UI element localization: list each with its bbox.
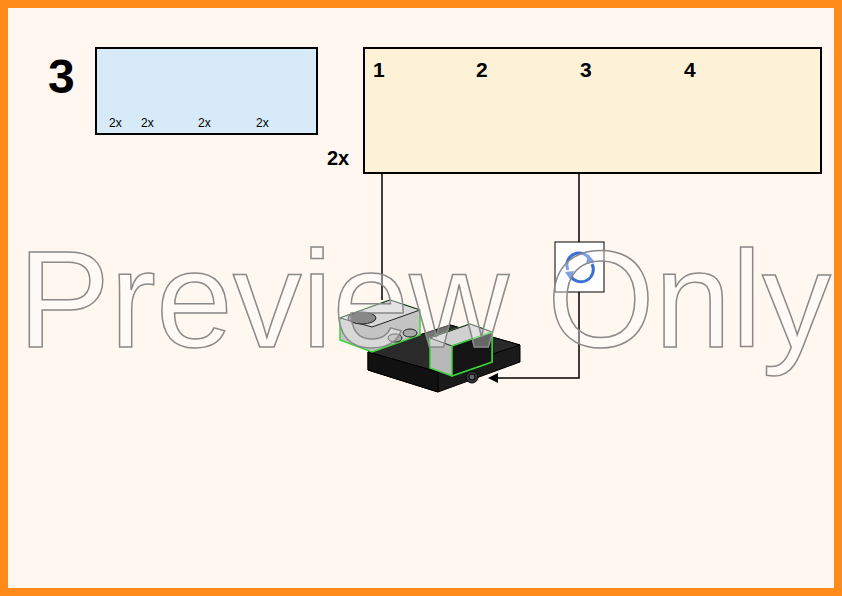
parts-list-box: 2x 2x 2x 2x [95, 47, 318, 135]
step-number: 4 [684, 59, 696, 80]
step-number: 3 [48, 53, 75, 101]
quantity-label: 2x [109, 117, 122, 129]
quantity-label: 2x [141, 117, 154, 129]
rotate-icon [555, 242, 604, 292]
main-model [340, 300, 520, 392]
step-number: 2 [476, 59, 488, 80]
step-number: 3 [580, 59, 592, 80]
quantity-label: 2x [256, 117, 269, 129]
watermark: Preview Only [18, 230, 831, 368]
quantity-label: 2x [198, 117, 211, 129]
quantity-label: 2x [327, 148, 349, 168]
step-number: 1 [373, 59, 385, 80]
subassembly-box: 1 2 3 4 [363, 47, 822, 174]
